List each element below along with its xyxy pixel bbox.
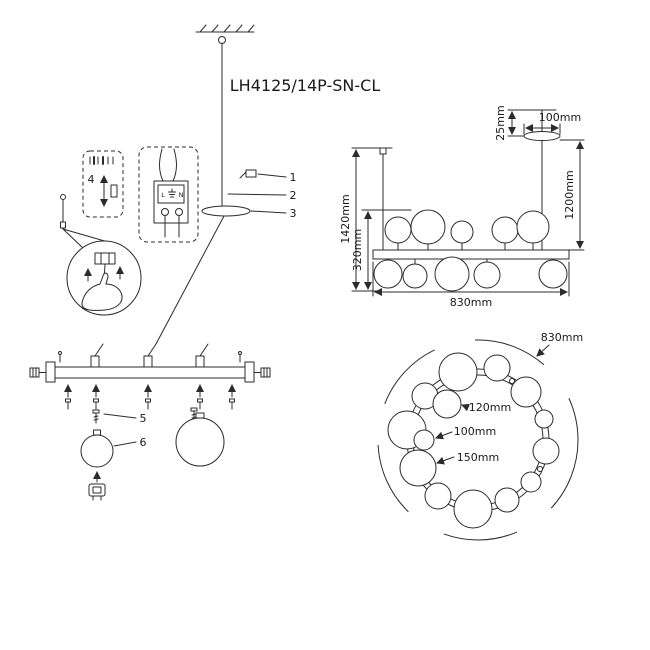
- globe: [413, 429, 435, 451]
- detail-box-wiring: L N: [138, 146, 199, 243]
- glass-globe: [175, 417, 225, 467]
- glass-sphere: [402, 263, 428, 289]
- part-label-6: 6: [140, 436, 147, 449]
- dim-label-25mm: 25mm: [494, 105, 507, 140]
- part-callouts: 1 2 3: [227, 171, 297, 220]
- terminal-neutral-label: N: [179, 191, 184, 199]
- globes: [387, 352, 560, 529]
- dim-label-150mm: 150mm: [457, 451, 499, 464]
- globe: [424, 482, 452, 510]
- dim-globe-120: 120mm: [461, 401, 511, 414]
- front-view: 25mm 100mm 1200mm 1420mm: [339, 105, 585, 309]
- globe: [520, 471, 542, 493]
- bar-end-cap: [244, 361, 255, 383]
- hand-icon: [81, 272, 123, 311]
- earth-ground-icon: [168, 188, 176, 198]
- wire-end: [60, 194, 123, 250]
- part-label-3: 3: [290, 207, 297, 220]
- dim-fixture-height: 320mm: [351, 209, 412, 290]
- barcode-icon: [89, 156, 114, 165]
- hook-icon: [218, 36, 226, 44]
- glass-sphere: [450, 220, 474, 244]
- glass-sphere: [410, 209, 446, 245]
- top-view: 830mm 120mm 100mm 150mm: [377, 331, 583, 541]
- dim-fixture-width: 830mm: [372, 261, 570, 309]
- dim-label-320mm: 320mm: [351, 229, 364, 271]
- bar-end-cap: [45, 361, 56, 383]
- assembly-view: 1 2 3 4 L: [29, 24, 297, 501]
- terminal-screw-icon: [175, 208, 183, 216]
- glass-sphere: [538, 259, 568, 289]
- dim-label-830mm-width: 830mm: [450, 296, 492, 309]
- bar-body: [54, 366, 246, 379]
- suspension-rod: [218, 36, 226, 207]
- glass-globe: [80, 434, 114, 468]
- bottom-screws: [64, 384, 236, 410]
- dim-ring-diameter: 830mm: [536, 331, 583, 357]
- glass-spheres: [373, 209, 568, 292]
- zoom-detail-hand: [66, 240, 142, 316]
- dim-canopy-diameter: 100mm: [523, 111, 581, 135]
- suspension-wire: [155, 215, 225, 345]
- cable-clip: [239, 169, 257, 179]
- dim-label-100mm: 100mm: [539, 111, 581, 124]
- wire-grip: [195, 355, 205, 368]
- glass-sphere: [373, 259, 403, 289]
- dim-globe-100: 100mm: [435, 425, 496, 440]
- dim-label-1420mm: 1420mm: [339, 194, 352, 243]
- globe: [399, 449, 437, 487]
- outer-diameter-dashed: [377, 339, 579, 541]
- ring-joint: [537, 466, 543, 472]
- end-screw-icon: [253, 367, 271, 378]
- globe: [483, 354, 511, 382]
- dim-label-830mm-diameter: 830mm: [541, 331, 583, 344]
- canopy-plate: [523, 131, 561, 141]
- model-number: LH4125/14P-SN-CL: [230, 76, 381, 95]
- canopy-plate: [201, 205, 251, 217]
- dim-label-1200mm: 1200mm: [563, 170, 576, 219]
- dim-suspension-length: 1200mm: [559, 139, 585, 251]
- part-label-2: 2: [290, 189, 297, 202]
- globe: [510, 376, 542, 408]
- part-label-4: 4: [88, 173, 95, 186]
- globe: [532, 437, 560, 465]
- dim-label-120mm: 120mm: [469, 401, 511, 414]
- globe: [534, 409, 554, 429]
- dim-canopy-height: 25mm: [494, 105, 531, 141]
- lock-screw-icon: [110, 184, 118, 198]
- fixture-bar: [372, 249, 570, 260]
- part6-globes: 6: [80, 412, 225, 468]
- part-label-5: 5: [140, 412, 147, 425]
- plug-insert-icon: [88, 471, 106, 501]
- end-screw-icon: [29, 367, 47, 378]
- globe: [432, 389, 462, 419]
- glass-sphere: [516, 210, 550, 244]
- ceiling: [195, 24, 255, 33]
- terminal-live-label: L: [161, 191, 165, 199]
- terminal-screw-icon: [161, 208, 169, 216]
- terminal-block: [153, 180, 189, 224]
- mounting-bar: [29, 343, 271, 410]
- dim-globe-150: 150mm: [436, 451, 499, 465]
- dim-overall-height: 1420mm: [339, 147, 381, 292]
- globe: [453, 489, 493, 529]
- globe: [494, 487, 520, 513]
- glass-sphere: [473, 261, 501, 289]
- ring-joint: [509, 378, 515, 384]
- wire-grip: [143, 355, 153, 368]
- part5-screws: 5: [92, 407, 198, 425]
- wire-grip: [90, 355, 100, 368]
- glass-sphere: [434, 256, 470, 292]
- glass-sphere: [384, 216, 412, 244]
- globe: [438, 352, 478, 392]
- part-label-1: 1: [290, 171, 297, 184]
- detail-box-lock: 4: [82, 150, 124, 218]
- dim-label-100mm-globe: 100mm: [454, 425, 496, 438]
- glass-sphere: [491, 216, 519, 244]
